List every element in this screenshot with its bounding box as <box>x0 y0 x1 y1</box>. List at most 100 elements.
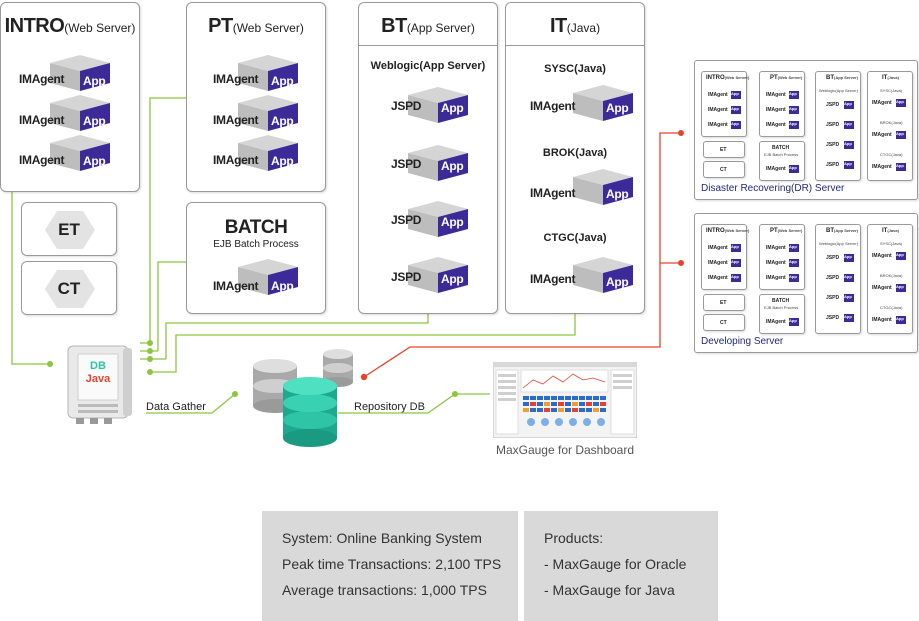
intro-server-panel: INTRO(Web Server) IMAgent IMAgent IMAgen… <box>0 2 140 192</box>
server-cube-icon <box>408 87 468 123</box>
summary-line: Peak time Transactions: 2,100 TPS <box>282 556 502 572</box>
pt-agent-stack <box>238 55 298 171</box>
intro-title: INTRO(Web Server) <box>4 15 136 37</box>
dev-ct-box: CT <box>703 314 745 331</box>
dev-bt-box: BT(App Server) Weblogic(App Server) JSPD… <box>815 224 861 334</box>
pt-title: PT(Web Server) <box>208 15 304 37</box>
ct-label: CT <box>57 279 81 298</box>
collector-db-label: DB <box>90 360 106 372</box>
agent-label: IMAgent <box>19 113 65 127</box>
app-label: App <box>271 279 294 293</box>
jspd-label: JSPD <box>391 99 422 113</box>
batch-caption: EJB Batch Process <box>213 239 299 250</box>
intro-agent-stack <box>50 55 110 171</box>
collector-server-icon <box>67 345 132 424</box>
app-label: App <box>606 275 629 289</box>
jspd-label: JSPD <box>391 270 422 284</box>
server-cube-icon <box>238 259 298 295</box>
ct-panel: CT <box>21 261 117 315</box>
dr-et-box: ET <box>703 141 745 158</box>
app-label: App <box>83 114 106 128</box>
bt-server-panel: BT(App Server) Weblogic(App Server) JSPD… <box>358 2 498 314</box>
server-cube-icon <box>408 201 468 237</box>
app-label: App <box>441 159 464 173</box>
agent-label: IMAgent <box>530 272 576 286</box>
it-section-label: CTGC(Java) <box>543 232 607 244</box>
server-cube-icon <box>50 135 110 171</box>
dr-server-label: Disaster Recovering(DR) Server <box>701 183 845 194</box>
it-section-label: BROK(Java) <box>542 147 608 159</box>
app-label: App <box>83 74 106 88</box>
summary-line: Average transactions: 1,000 TPS <box>282 582 487 598</box>
server-cube-icon <box>238 95 298 131</box>
dr-bt-box: BT(App Server) Weblogic(App Server) JSPD… <box>815 71 861 181</box>
app-label: App <box>606 101 629 115</box>
agent-label: IMAgent <box>213 113 259 127</box>
server-cube-icon <box>573 169 633 205</box>
app-label: App <box>271 154 294 168</box>
batch-panel: BATCH EJB Batch Process IMAgent App <box>186 202 326 314</box>
dr-ct-box: CT <box>703 161 745 178</box>
products-line: - MaxGauge for Oracle <box>544 556 687 572</box>
bt-title: BT(App Server) <box>381 15 475 37</box>
server-cube-icon <box>408 145 468 181</box>
jspd-label: JSPD <box>391 157 422 171</box>
bt-caption: Weblogic(App Server) <box>370 60 486 72</box>
it-section-label: SYSC(Java) <box>544 63 606 75</box>
app-label: App <box>271 74 294 88</box>
agent-label: IMAgent <box>19 153 65 167</box>
bt-agent-stack <box>408 87 468 293</box>
summary-line: System: Online Banking System <box>282 530 482 546</box>
hexagon-icon <box>45 211 95 249</box>
jspd-label: JSPD <box>391 213 422 227</box>
repository-database-icon <box>253 349 353 447</box>
collector-java-label: Java <box>85 373 111 385</box>
repository-db-label: Repository DB <box>354 401 425 413</box>
agent-label: IMAgent <box>213 72 259 86</box>
it-server-panel: IT(Java) SYSC(Java) BROK(Java) CTGC(Java… <box>505 2 645 314</box>
products-box: Products: - MaxGauge for Oracle - MaxGau… <box>524 511 718 621</box>
agent-label: IMAgent <box>213 279 259 293</box>
maxgauge-dashboard-label: MaxGauge for Dashboard <box>495 443 635 457</box>
app-label: App <box>441 101 464 115</box>
system-summary-box: System: Online Banking System Peak time … <box>262 511 518 621</box>
products-line: - MaxGauge for Java <box>544 582 675 598</box>
et-panel: ET <box>21 202 117 256</box>
app-label: App <box>83 154 106 168</box>
dev-et-box: ET <box>703 294 745 311</box>
server-cube-icon <box>573 257 633 293</box>
app-label: App <box>606 187 629 201</box>
agent-label: IMAgent <box>530 99 576 113</box>
app-label: App <box>441 215 464 229</box>
server-cube-icon <box>50 55 110 91</box>
dashboard-screenshot-image <box>493 362 637 438</box>
it-title: IT(Java) <box>549 15 601 37</box>
server-cube-icon <box>238 135 298 171</box>
hexagon-icon <box>45 270 95 308</box>
server-cube-icon <box>50 95 110 131</box>
et-label: ET <box>58 220 80 239</box>
agent-label: IMAgent <box>19 72 65 86</box>
server-cube-icon <box>238 55 298 91</box>
pt-server-panel: PT(Web Server) IMAgent IMAgent IMAgent A… <box>186 2 326 192</box>
agent-label: IMAgent <box>213 153 259 167</box>
server-cube-icon <box>573 85 633 121</box>
data-gather-label: Data Gather <box>146 401 206 413</box>
app-label: App <box>441 272 464 286</box>
server-cube-icon <box>408 257 468 293</box>
batch-title: BATCH <box>224 217 288 238</box>
app-label: App <box>271 114 294 128</box>
agent-label: IMAgent <box>530 186 576 200</box>
dev-server-label: Developing Server <box>701 336 784 347</box>
